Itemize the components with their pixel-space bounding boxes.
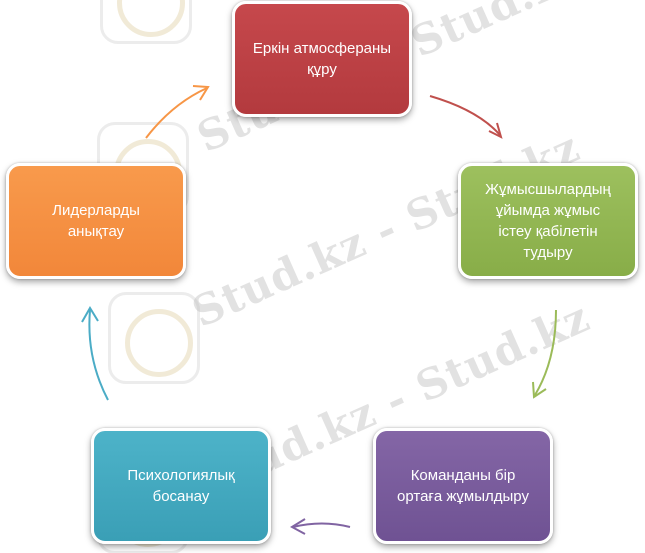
node-label-line: босанау [152, 488, 210, 505]
node-label-line: анықтау [67, 223, 125, 240]
node-label-line: Жұмысшылардың [485, 181, 611, 198]
node-psychological-relief: Психологиялық босанау [91, 428, 271, 544]
node-label-line: Психологиялық [127, 467, 235, 484]
arrow-bottom-left-to-left [88, 309, 109, 401]
node-label-line: Еркін атмосфераны [252, 40, 392, 57]
arrow-right-to-bottom-right [534, 309, 557, 396]
node-label-line: Лидерларды [52, 202, 140, 219]
node-unite-team: Команданы бір ортаға жұмылдыру [373, 428, 553, 544]
watermark-logo-icon [100, 0, 192, 44]
node-label-line: құру [307, 61, 337, 78]
node-identify-leaders: Лидерларды анықтау [6, 163, 186, 279]
node-label-line: ортаға жұмылдыру [397, 488, 529, 505]
arrow-left-to-top [145, 87, 208, 139]
node-label-line: ұйымда жұмыс [495, 202, 601, 219]
arrow-bottom-right-to-bottom-left [292, 522, 351, 528]
watermark-logo-icon [108, 292, 200, 384]
node-label-line: тудыру [523, 244, 573, 261]
node-label-line: Команданы бір [410, 467, 516, 484]
node-develop-work-ability: Жұмысшылардың ұйымда жұмыс істеу қабілет… [458, 163, 638, 279]
arrow-top-to-right [429, 95, 501, 136]
node-create-free-atmosphere: Еркін атмосфераны құру [232, 1, 412, 117]
node-label-line: істеу қабілетін [498, 223, 598, 240]
